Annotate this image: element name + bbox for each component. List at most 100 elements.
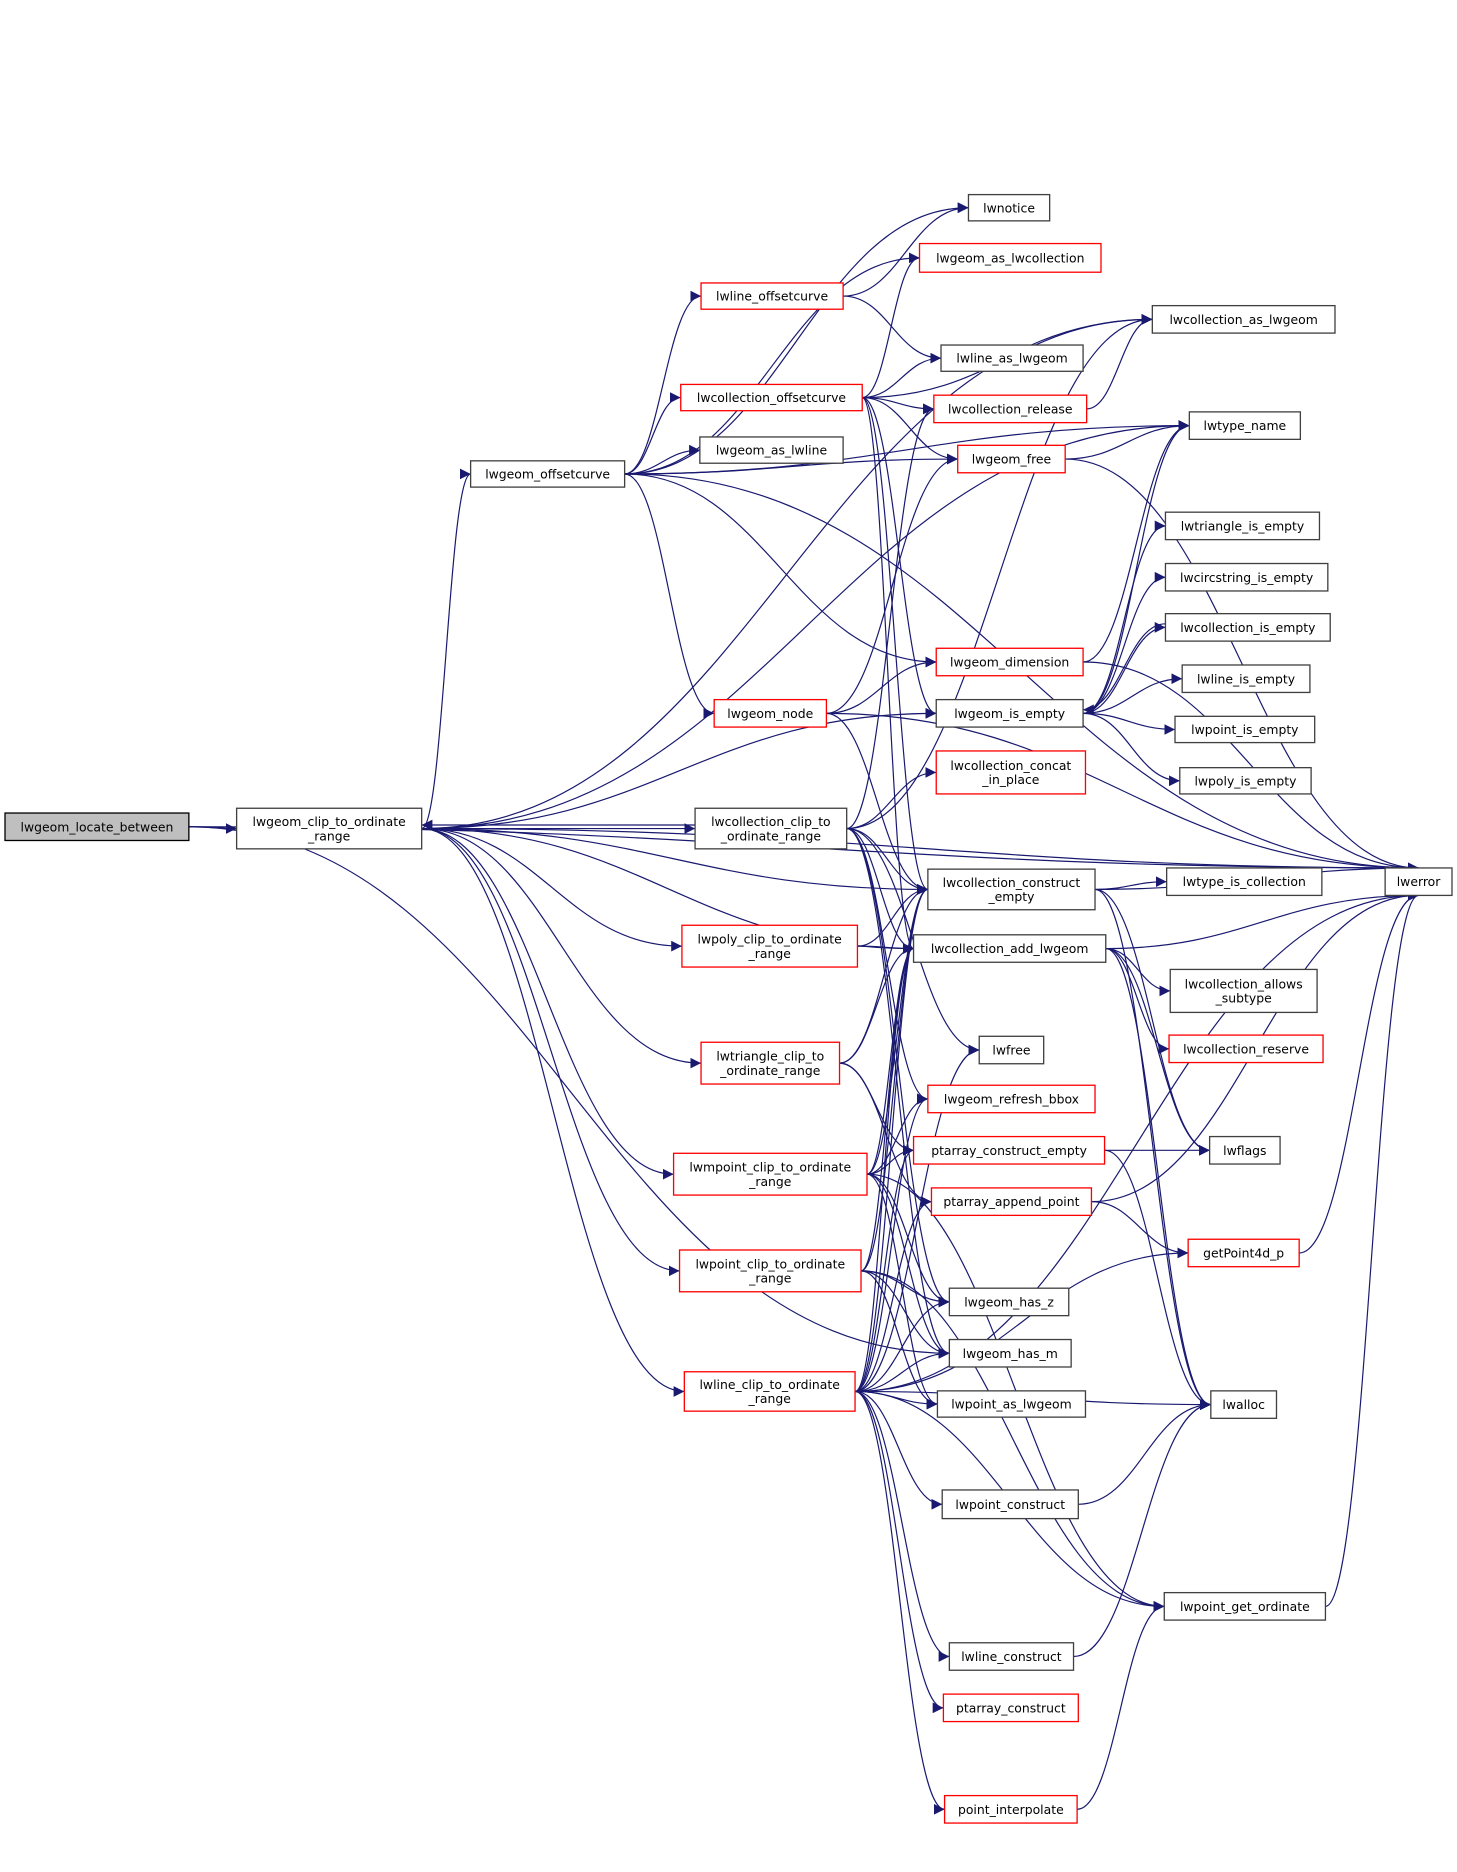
node-add_lwgeom[interactable]: lwcollection_add_lwgeom (912, 934, 1107, 963)
edge-pa_append-to-getpoint4d (1091, 1201, 1189, 1259)
node-line_as_lwgeom[interactable]: lwline_as_lwgeom (940, 344, 1084, 372)
node-as_lwcollection[interactable]: lwgeom_as_lwcollection (918, 242, 1102, 273)
node-has_z[interactable]: lwgeom_has_z (948, 1287, 1070, 1317)
edge-clip_range-to-lwerror (421, 827, 1419, 874)
edge-line_clip-to-has_m (855, 1347, 950, 1393)
edge-line_clip-to-getpoint4d (855, 1247, 1189, 1393)
node-pa_construct[interactable]: ptarray_construct (942, 1693, 1079, 1723)
edge-point_clip-to-has_m (861, 1270, 950, 1359)
edge-clip_range-to-geom_empty (421, 707, 937, 830)
node-box (935, 647, 1084, 677)
node-label: lwcircstring_is_empty (1180, 570, 1313, 585)
node-point_clip[interactable]: lwpoint_clip_to_ordinate_range (678, 1249, 862, 1293)
node-coll_offsetcurve[interactable]: lwcollection_offsetcurve (680, 383, 863, 412)
node-circ_empty[interactable]: lwcircstring_is_empty (1164, 562, 1329, 592)
node-box (936, 1390, 1087, 1418)
node-box (948, 1338, 1072, 1368)
edge-line_clip-to-refresh_bbox (854, 1093, 929, 1393)
edge-line_clip-to-lwfree (855, 1044, 980, 1393)
node-label: lwgeom_as_lwline (716, 443, 827, 458)
edge-geom_empty-to-type_name (1083, 420, 1190, 714)
node-line_clip[interactable]: lwline_clip_to_ordinate_range (683, 1371, 856, 1412)
node-mpoint_clip[interactable]: lwmpoint_clip_to_ordinate_range (672, 1152, 868, 1196)
edge-line_offsetcurve-to-line_as_lwgeom (843, 295, 942, 364)
node-offsetcurve[interactable]: lwgeom_offsetcurve (469, 460, 626, 488)
node-box (1164, 511, 1321, 541)
node-allows_subtype[interactable]: lwcollection_allows_subtype (1169, 968, 1318, 1014)
node-pa_construct_empty[interactable]: ptarray_construct_empty (912, 1135, 1106, 1165)
node-label: lwcollection_release (948, 401, 1073, 416)
node-geom_free[interactable]: lwgeom_free (957, 444, 1066, 474)
node-getpoint4d[interactable]: getPoint4d_p (1187, 1238, 1300, 1268)
node-is_collection[interactable]: lwtype_is_collection (1165, 867, 1323, 897)
node-coll_empty[interactable]: lwcollection_is_empty (1164, 612, 1331, 642)
node-dimension[interactable]: lwgeom_dimension (935, 647, 1084, 677)
node-lwerror[interactable]: lwerror (1384, 867, 1453, 897)
node-poly_empty[interactable]: lwpoly_is_empty (1179, 767, 1312, 795)
node-coll_clip[interactable]: lwcollection_clip_to_ordinate_range (694, 807, 848, 850)
edge-dimension-to-type_name (1083, 420, 1190, 663)
node-interpolate[interactable]: point_interpolate (943, 1794, 1078, 1824)
edge-point_clip-to-get_ordinate (861, 1270, 1165, 1612)
node-clip_range[interactable]: lwgeom_clip_to_ordinate_range (235, 807, 423, 850)
node-construct_empty[interactable]: lwcollection_construct_empty (927, 868, 1096, 911)
node-box (927, 1084, 1096, 1114)
node-point_construct[interactable]: lwpoint_construct (941, 1489, 1079, 1520)
node-box (940, 344, 1084, 372)
node-box (912, 1135, 1106, 1165)
node-label: point_interpolate (958, 1802, 1064, 1817)
node-poly_clip[interactable]: lwpoly_clip_to_ordinate_range (681, 924, 859, 968)
node-label: lwpoly_is_empty (1194, 773, 1296, 788)
node-geom_node[interactable]: lwgeom_node (713, 698, 828, 728)
node-has_m[interactable]: lwgeom_has_m (948, 1338, 1072, 1368)
edge-geom_free-to-lwerror (1065, 458, 1419, 874)
node-label: lwnotice (983, 200, 1035, 215)
node-line_construct[interactable]: lwline_construct (948, 1642, 1075, 1671)
node-tri_clip[interactable]: lwtriangle_clip_to_ordinate_range (700, 1041, 841, 1085)
node-lwflags[interactable]: lwflags (1208, 1135, 1281, 1165)
node-geom_empty[interactable]: lwgeom_is_empty (935, 698, 1084, 728)
node-label: lwcollection_reserve (1183, 1041, 1309, 1056)
node-refresh_bbox[interactable]: lwgeom_refresh_bbox (927, 1084, 1096, 1114)
node-box (1384, 867, 1453, 897)
node-type_name[interactable]: lwtype_name (1188, 411, 1302, 441)
edge-coll_clip-to-concat (846, 767, 937, 830)
node-pa_append[interactable]: ptarray_append_point (930, 1187, 1093, 1217)
node-lwnotice[interactable]: lwnotice (967, 193, 1051, 222)
edge-geom_node-to-lwerror (826, 712, 1419, 874)
node-label: lwpoint_clip_to_ordinate_range (695, 1256, 845, 1285)
node-get_ordinate[interactable]: lwpoint_get_ordinate (1163, 1591, 1327, 1621)
edge-clip_range-to-tri_clip (421, 827, 702, 1069)
node-label: lwcollection_as_lwgeom (1169, 312, 1317, 327)
edge-interpolate-to-get_ordinate (1077, 1601, 1165, 1810)
node-concat[interactable]: lwcollection_concat_in_place (935, 750, 1087, 795)
node-label: lwtype_is_collection (1183, 874, 1306, 889)
node-point_empty[interactable]: lwpoint_is_empty (1174, 715, 1316, 744)
node-tri_empty[interactable]: lwtriangle_is_empty (1164, 511, 1321, 541)
node-lwalloc[interactable]: lwalloc (1210, 1390, 1278, 1419)
node-coll_as_lwgeom[interactable]: lwcollection_as_lwgeom (1151, 304, 1336, 334)
node-label: lwtriangle_is_empty (1181, 518, 1305, 533)
node-coll_release[interactable]: lwcollection_release (933, 394, 1088, 424)
edge-coll_offsetcurve-to-as_lwcollection (862, 252, 920, 399)
node-label: lwmpoint_clip_to_ordinate_range (689, 1160, 851, 1189)
node-box (680, 383, 863, 412)
edge-geom_node-to-dimension (826, 656, 937, 714)
node-box (700, 1041, 841, 1085)
node-box (930, 1187, 1093, 1217)
node-as_lwline[interactable]: lwgeom_as_lwline (699, 436, 844, 464)
edge-line_clip-to-line_construct (854, 1390, 950, 1662)
node-label: lwgeom_offsetcurve (485, 467, 610, 482)
node-box (941, 1489, 1079, 1520)
node-lwfree[interactable]: lwfree (978, 1035, 1045, 1065)
node-box (1179, 767, 1312, 795)
node-line_offsetcurve[interactable]: lwline_offsetcurve (700, 282, 844, 310)
edge-geom_empty-to-line_empty (1083, 673, 1183, 714)
node-coll_reserve[interactable]: lwcollection_reserve (1168, 1034, 1324, 1064)
node-point_as_lwgeom[interactable]: lwpoint_as_lwgeom (936, 1390, 1087, 1418)
node-box (933, 394, 1088, 424)
node-box (1188, 411, 1302, 441)
node-box (469, 460, 626, 488)
edge-dimension-to-lwerror (1083, 661, 1419, 874)
node-line_empty[interactable]: lwline_is_empty (1181, 664, 1311, 694)
